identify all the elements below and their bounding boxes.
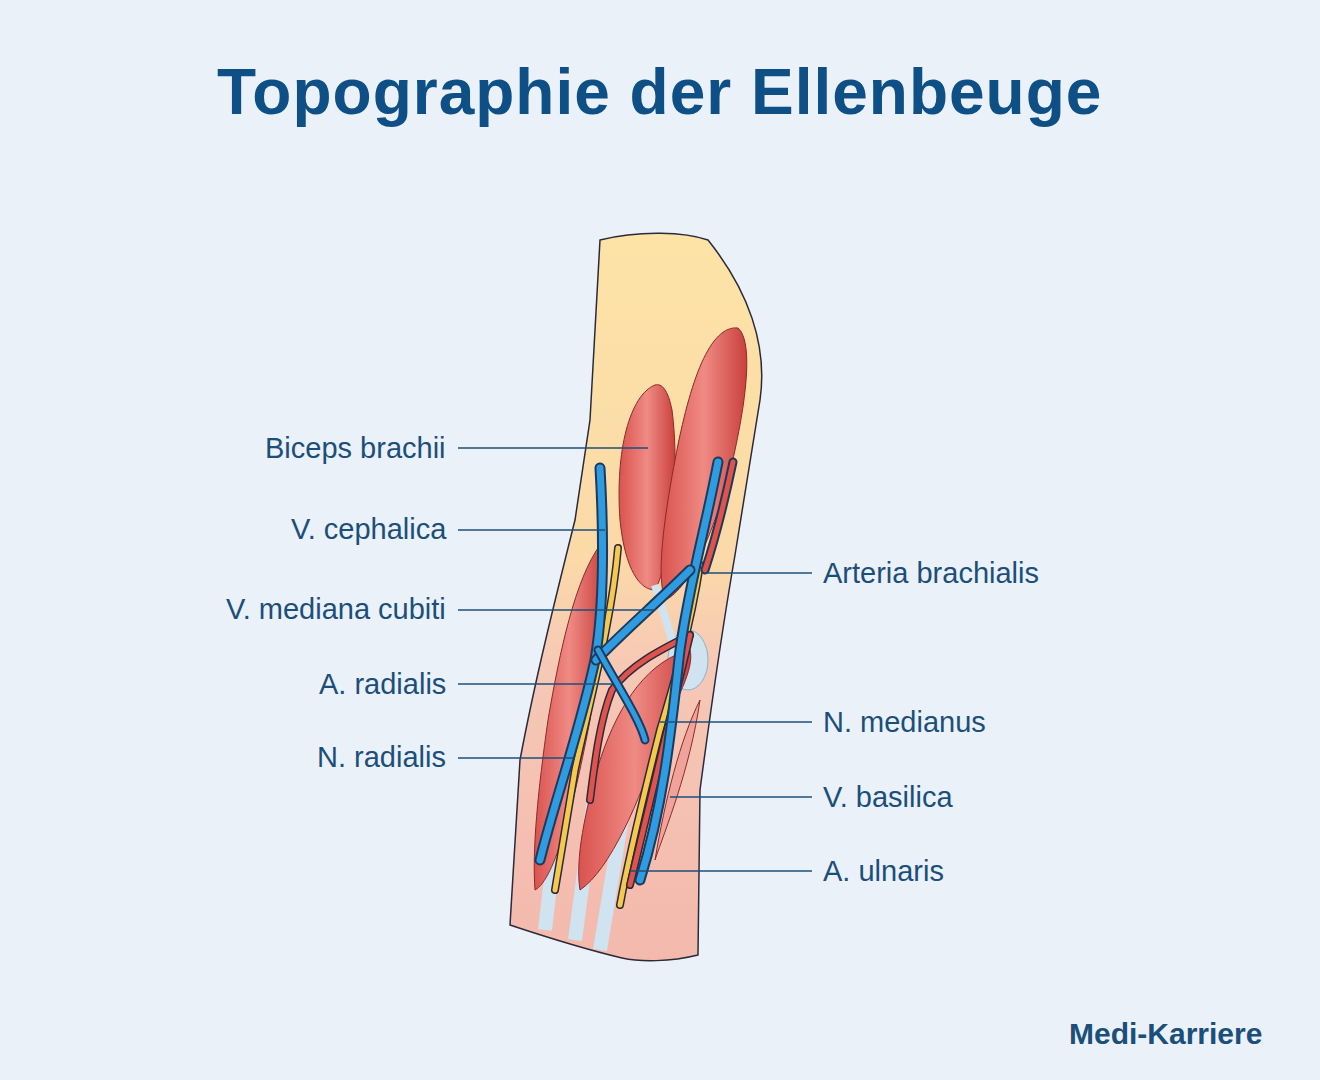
- leader-lines: [458, 448, 812, 871]
- part-label: V. mediana cubiti: [226, 593, 446, 626]
- diagram-title: Topographie der Ellenbeuge: [217, 55, 1102, 129]
- watermark: Medi-Karriere: [1069, 1017, 1262, 1051]
- part-label: V. basilica: [823, 781, 953, 814]
- part-label: V. cephalica: [291, 513, 446, 546]
- part-label: N. radialis: [317, 741, 446, 774]
- part-label: A. radialis: [319, 668, 446, 701]
- part-label: Biceps brachii: [265, 432, 446, 465]
- arm-outline: [510, 233, 762, 960]
- part-label: A. ulnaris: [823, 855, 944, 888]
- biceps: [661, 328, 747, 600]
- part-label: Arteria brachialis: [823, 557, 1039, 590]
- veins: [540, 462, 733, 880]
- part-label: N. medianus: [823, 706, 986, 739]
